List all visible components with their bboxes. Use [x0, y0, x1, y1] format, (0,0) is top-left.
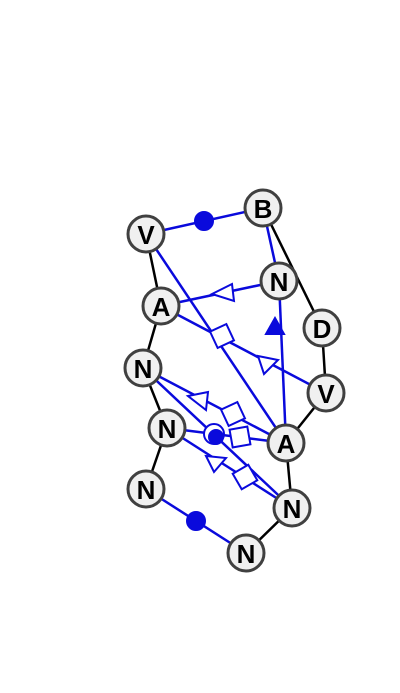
node-v-right: V [306, 373, 346, 413]
node-circle [147, 408, 187, 448]
node-b-top: B [243, 188, 283, 228]
node-circle [126, 214, 166, 254]
node-circle [302, 308, 342, 348]
solid-triangle-glyph [264, 315, 286, 335]
solid-circle-glyph [208, 429, 224, 445]
pair-glyphs [185, 211, 286, 531]
node-label: N [134, 354, 153, 384]
node-label: N [237, 539, 256, 569]
open-square-glyph [208, 322, 236, 350]
node-circle [226, 533, 266, 573]
node-n-bottom: N [226, 533, 266, 573]
node-a-lower-right: A [266, 423, 306, 463]
node-circle [243, 188, 283, 228]
node-label: V [137, 220, 155, 250]
open-square-glyph [231, 463, 259, 491]
node-label: D [313, 314, 332, 344]
node-label: V [317, 379, 335, 409]
node-label: N [137, 475, 156, 505]
node-label: A [277, 429, 296, 459]
nodes: V B N A D N V [123, 188, 346, 573]
node-label: A [152, 292, 171, 322]
pair-n-n-lower [166, 426, 293, 510]
node-n-mid-left: N [123, 348, 163, 388]
pair-n-a [277, 280, 288, 444]
open-triangle-glyph [185, 390, 210, 412]
node-n-lower-left: N [126, 469, 166, 509]
solid-circle-glyph [186, 511, 206, 531]
node-label: N [158, 414, 177, 444]
node-circle [266, 423, 306, 463]
node-a-upper-left: A [141, 286, 181, 326]
pair-n-a-mid [142, 366, 287, 445]
node-v-top-left: V [126, 214, 166, 254]
node-circle [306, 373, 346, 413]
node-circle [259, 261, 299, 301]
node-label: B [254, 194, 273, 224]
node-d-right: D [302, 308, 342, 348]
node-label: N [283, 494, 302, 524]
open-square-glyph [228, 425, 252, 449]
solid-circle-glyph [194, 211, 214, 231]
node-circle [123, 348, 163, 388]
node-circle [126, 469, 166, 509]
pair-n-a-lower [166, 426, 287, 445]
node-label: N [270, 267, 289, 297]
pair-a-v [160, 304, 327, 395]
node-circle [272, 488, 312, 528]
open-triangle-glyph [209, 282, 236, 303]
node-n-lower-right: N [272, 488, 312, 528]
node-n-upper-right: N [259, 261, 299, 301]
node-n-left: N [147, 408, 187, 448]
open-triangle-glyph [204, 454, 229, 474]
open-square-glyph [219, 400, 247, 428]
open-triangle-glyph [256, 354, 281, 376]
node-circle [141, 286, 181, 326]
